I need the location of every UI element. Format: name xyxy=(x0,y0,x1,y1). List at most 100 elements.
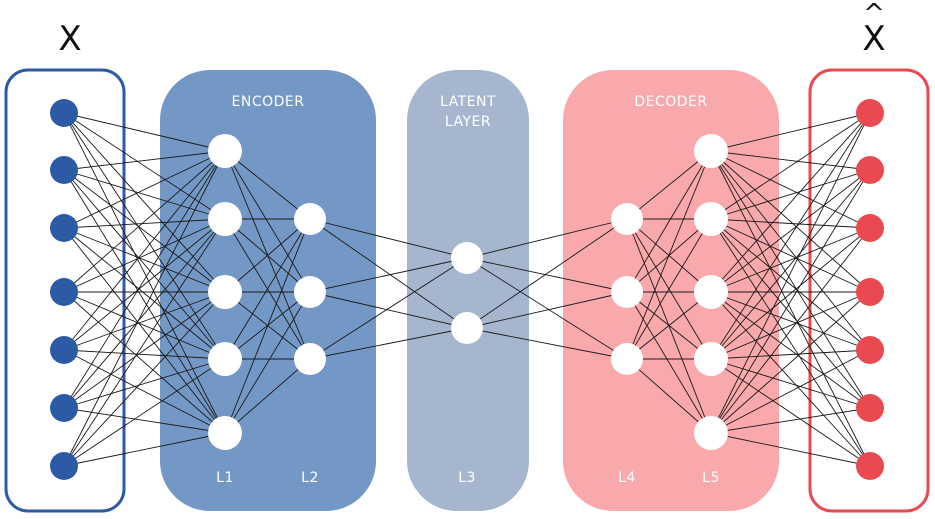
node-input-3 xyxy=(50,278,78,306)
input-symbol: X xyxy=(58,19,81,59)
node-l1-4 xyxy=(208,416,242,450)
layer-label-l5: L5 xyxy=(702,470,720,486)
edge-L5-4-to-output-3 xyxy=(710,291,871,434)
edge-L5-3-to-output-0 xyxy=(710,112,871,360)
node-output-6 xyxy=(856,452,884,480)
edge-L5-0-to-output-3 xyxy=(710,150,871,293)
edge-L3-1-to-L4-2 xyxy=(466,327,628,360)
edge-input-1-to-L1-2 xyxy=(63,169,226,293)
edge-L1-4-to-L2-1 xyxy=(224,291,311,434)
edge-L4-2-to-L5-1 xyxy=(626,218,712,360)
output-box xyxy=(808,68,930,513)
encoder-title: ENCODER xyxy=(232,94,305,110)
node-l3-0 xyxy=(451,242,483,274)
edge-input-6-to-L1-3 xyxy=(63,358,226,467)
edge-L1-4-to-L2-0 xyxy=(224,218,311,434)
node-l5-2 xyxy=(694,275,728,309)
edge-input-6-to-L1-2 xyxy=(63,291,226,467)
connection-edges xyxy=(63,112,871,467)
node-l2-1 xyxy=(294,276,326,308)
edge-input-0-to-L1-3 xyxy=(63,112,226,360)
latent-title-line1: LATENT xyxy=(440,94,496,110)
edge-L2-0-to-L3-1 xyxy=(309,218,468,329)
edge-input-0-to-L1-4 xyxy=(63,112,226,434)
node-output-0 xyxy=(856,99,884,127)
edge-input-2-to-L1-1 xyxy=(63,218,226,229)
edge-L5-3-to-output-1 xyxy=(710,169,871,360)
edge-input-2-to-L1-4 xyxy=(63,227,226,434)
edge-input-2-to-L1-3 xyxy=(63,227,226,360)
edge-L5-0-to-output-6 xyxy=(710,150,871,467)
latent-title-line2: LAYER xyxy=(445,114,491,130)
edge-L4-1-to-L5-4 xyxy=(626,291,712,434)
edge-input-4-to-L1-4 xyxy=(63,349,226,434)
edge-L5-0-to-output-2 xyxy=(710,150,871,229)
edge-input-5-to-L1-0 xyxy=(63,150,226,409)
edge-L5-1-to-output-1 xyxy=(710,169,871,220)
edge-L5-3-to-output-2 xyxy=(710,227,871,360)
edge-L4-1-to-L5-0 xyxy=(626,150,712,293)
edge-L4-2-to-L5-0 xyxy=(626,150,712,360)
node-l1-2 xyxy=(208,275,242,309)
node-l5-4 xyxy=(694,416,728,450)
edge-L3-1-to-L4-0 xyxy=(466,218,628,329)
layer-label-l4: L4 xyxy=(618,470,636,486)
layer-label-l3: L3 xyxy=(458,470,476,486)
edge-L5-3-to-output-5 xyxy=(710,358,871,409)
edge-input-5-to-L1-3 xyxy=(63,358,226,409)
edge-input-5-to-L1-1 xyxy=(63,218,226,409)
node-output-4 xyxy=(856,336,884,364)
edge-L5-3-to-output-3 xyxy=(710,291,871,360)
edge-L5-0-to-output-0 xyxy=(710,112,871,152)
edge-L2-2-to-L3-0 xyxy=(309,257,468,360)
edge-input-0-to-L1-0 xyxy=(63,112,226,152)
edge-L5-1-to-output-5 xyxy=(710,218,871,409)
node-input-1 xyxy=(50,156,78,184)
edge-input-6-to-L1-0 xyxy=(63,150,226,467)
edge-input-3-to-L1-1 xyxy=(63,218,226,293)
edge-input-1-to-L1-1 xyxy=(63,169,226,220)
node-output-5 xyxy=(856,394,884,422)
edge-L5-2-to-output-4 xyxy=(710,291,871,351)
edge-input-2-to-L1-0 xyxy=(63,150,226,229)
layer-label-l1: L1 xyxy=(216,470,234,486)
edge-L2-0-to-L3-0 xyxy=(309,218,468,259)
output-symbol: X xyxy=(862,19,885,59)
layer-label-l2: L2 xyxy=(301,470,319,486)
decoder-title: DECODER xyxy=(634,94,707,110)
node-input-0 xyxy=(50,99,78,127)
node-l3-1 xyxy=(451,312,483,344)
edge-L5-1-to-output-0 xyxy=(710,112,871,220)
edge-L5-2-to-output-2 xyxy=(710,227,871,293)
edge-input-1-to-L1-0 xyxy=(63,150,226,171)
node-l1-0 xyxy=(208,134,242,168)
edge-input-3-to-L1-0 xyxy=(63,150,226,293)
edge-L2-1-to-L3-1 xyxy=(309,291,468,329)
edge-L5-4-to-output-2 xyxy=(710,227,871,434)
node-l1-3 xyxy=(208,342,242,376)
node-output-1 xyxy=(856,156,884,184)
edge-L5-4-to-output-4 xyxy=(710,349,871,434)
node-l4-0 xyxy=(611,203,643,235)
edge-L3-0-to-L4-1 xyxy=(466,257,628,293)
edge-input-6-to-L1-4 xyxy=(63,432,226,467)
edge-L5-3-to-output-6 xyxy=(710,358,871,467)
edge-L4-2-to-L5-2 xyxy=(626,291,712,360)
edge-input-4-to-L1-2 xyxy=(63,291,226,351)
edge-L5-1-to-output-4 xyxy=(710,218,871,351)
edge-input-1-to-L1-4 xyxy=(63,169,226,434)
edge-input-4-to-L1-0 xyxy=(63,150,226,351)
decoder-panel xyxy=(563,70,779,511)
edge-L5-2-to-output-1 xyxy=(710,169,871,293)
node-l2-2 xyxy=(294,343,326,375)
edge-input-2-to-L1-2 xyxy=(63,227,226,293)
edge-L5-0-to-output-4 xyxy=(710,150,871,351)
edge-L1-0-to-L2-0 xyxy=(224,150,311,220)
edge-L5-3-to-output-4 xyxy=(710,349,871,360)
edge-input-0-to-L1-2 xyxy=(63,112,226,293)
node-input-2 xyxy=(50,214,78,242)
edge-L5-4-to-output-5 xyxy=(710,407,871,434)
edge-L2-1-to-L3-0 xyxy=(309,257,468,293)
edge-L3-0-to-L4-0 xyxy=(466,218,628,259)
